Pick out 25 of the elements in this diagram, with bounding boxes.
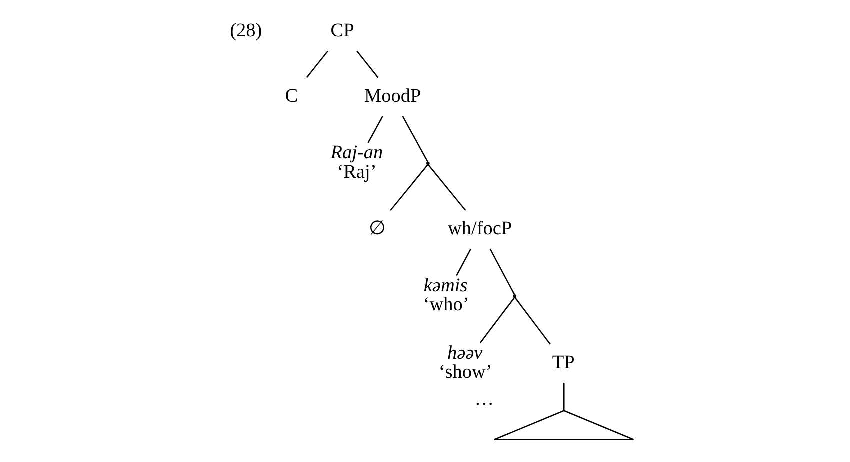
node-text: kəmis ‘who’ — [422, 275, 469, 316]
connector — [367, 116, 383, 144]
connector — [390, 164, 428, 211]
node-text: MoodP — [364, 86, 421, 107]
node-text: C — [284, 86, 298, 107]
connector — [456, 248, 471, 276]
node-text: TP — [552, 352, 574, 374]
node-text: Raj-an ‘Raj’ — [330, 142, 383, 183]
label: (28) — [230, 20, 262, 42]
connector — [306, 50, 328, 78]
connector — [427, 164, 466, 211]
node-point — [426, 162, 430, 166]
connector — [563, 383, 564, 411]
connector — [514, 297, 550, 345]
connector — [479, 297, 515, 344]
node-label: … — [474, 388, 494, 410]
connector — [489, 248, 515, 296]
node-text: CP — [330, 20, 354, 42]
connector — [402, 116, 428, 162]
node-point — [512, 294, 516, 298]
node-text: ∅ — [368, 218, 386, 240]
connector — [356, 50, 378, 78]
node-triangle — [493, 410, 634, 440]
node-text: həəv ‘show’ — [438, 342, 492, 384]
node-text: wh/focP — [447, 218, 512, 240]
